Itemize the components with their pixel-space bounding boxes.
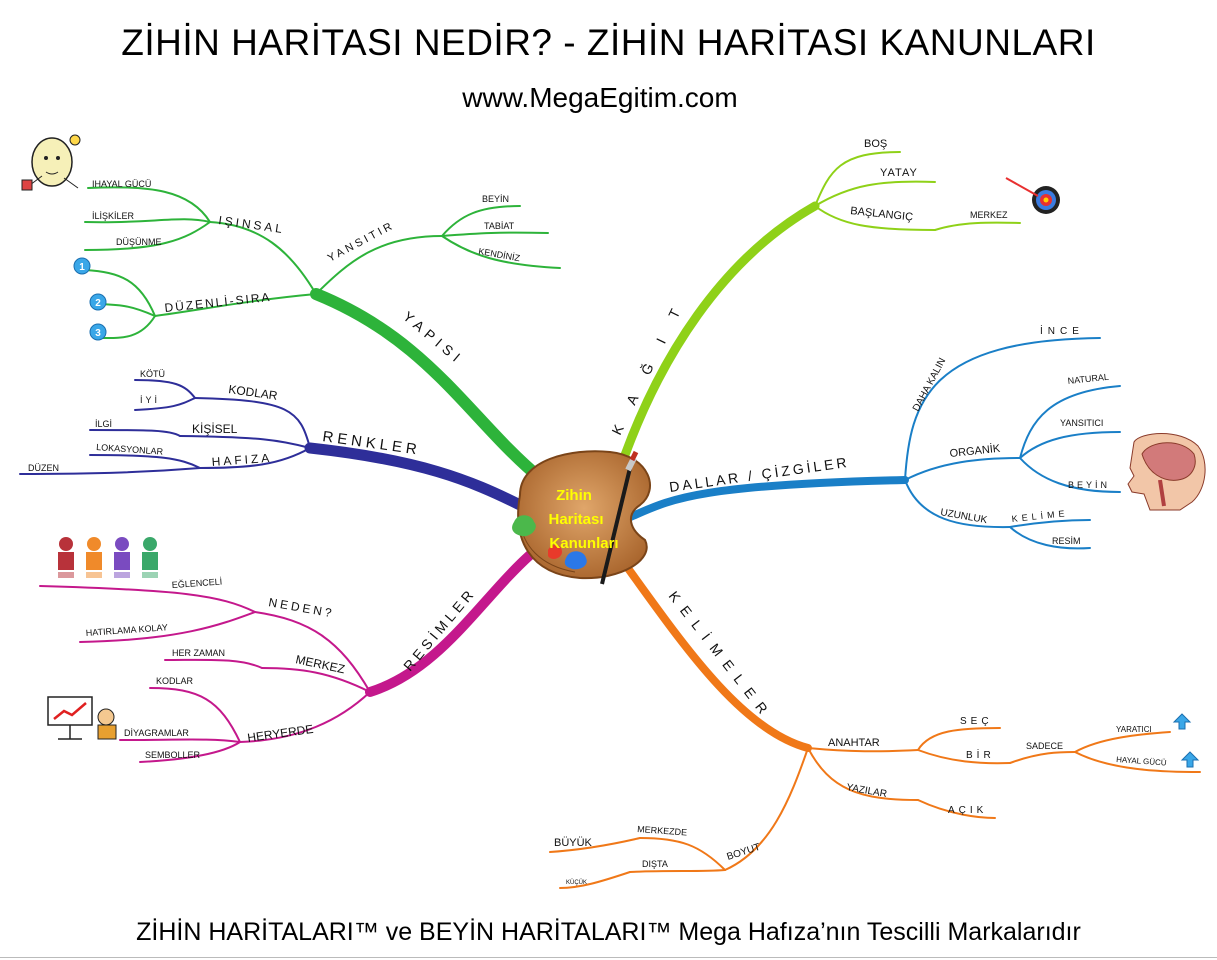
label-beyin-dallar: BEYİN	[1068, 480, 1110, 490]
label-hayal-gucu-kelime: HAYAL GÜCÜ	[1116, 755, 1167, 768]
number-three-icon: 3	[89, 323, 107, 341]
label-yaratici: YARATICI	[1116, 725, 1152, 734]
kelimeler-labels: KELİMELER ANAHTAR SEÇ BİR SADECE YARATIC…	[554, 587, 1167, 886]
label-sec: SEÇ	[960, 716, 993, 727]
branch-kelimeler	[549, 556, 1201, 889]
label-diyagramlar: DİYAGRAMLAR	[124, 728, 189, 738]
kagit-labels: KAĞIT BOŞ YATAY BAŞLANGIÇ MERKEZ	[608, 138, 1008, 437]
label-ilgi: İLGİ	[95, 419, 112, 429]
label-dusunme: DÜŞÜNME	[116, 237, 162, 247]
branch-resimler	[39, 550, 535, 763]
brain-head-icon	[1127, 433, 1206, 511]
footer-trademark: ZİHİN HARİTALARI™ ve BEYİN HARİTALARI™ M…	[136, 918, 1081, 946]
idea-cartoon-icon	[18, 128, 81, 200]
label-merkez-kagit: MERKEZ	[970, 210, 1008, 220]
paint-blob-blue-icon	[564, 551, 587, 570]
svg-text:1: 1	[79, 262, 85, 273]
label-lokasyonlar: LOKASYONLAR	[96, 442, 164, 457]
label-kisisel: KİŞİSEL	[192, 422, 238, 436]
branch-dallar	[624, 337, 1121, 550]
label-beyin-yapisi: BEYİN	[482, 194, 509, 204]
label-kelimeler: KELİMELER	[666, 587, 778, 723]
page-subtitle: www.MegaEgitim.com	[462, 82, 738, 113]
label-organik: ORGANİK	[949, 442, 1001, 460]
label-kagit: KAĞIT	[608, 285, 693, 438]
paintbrush-icon	[600, 450, 639, 585]
label-kucuk: KÜÇÜK	[566, 879, 587, 886]
label-resim-dallar: RESİM	[1052, 536, 1081, 546]
label-anahtar: ANAHTAR	[828, 737, 880, 749]
label-iliskiler: İLİŞKİLER	[92, 211, 135, 221]
label-merkezde: MERKEZDE	[637, 824, 688, 837]
label-daha-kalin: DAHA KALIN	[911, 356, 948, 413]
label-semboller: SEMBOLLER	[145, 750, 201, 760]
label-her-zaman: HER ZAMAN	[172, 648, 225, 658]
page-title: ZİHİN HARİTASI NEDİR? - ZİHİN HARİTASI K…	[121, 22, 1096, 63]
label-duzen: DÜZEN	[28, 463, 59, 473]
label-heryerde: HERYERDE	[246, 722, 314, 745]
label-yansitir: YANSITIR	[326, 219, 397, 264]
center-line-2: Haritası	[548, 511, 603, 528]
label-yazilar: YAZILAR	[845, 782, 887, 800]
label-isinsal: IŞINSAL	[218, 213, 286, 236]
label-kodlar-resim: KODLAR	[156, 676, 194, 686]
label-tabiat: TABİAT	[484, 221, 515, 231]
target-icon	[1005, 177, 1060, 214]
label-sadece: SADECE	[1026, 741, 1063, 751]
up-arrow-icon	[1172, 713, 1192, 730]
label-bir: BİR	[966, 748, 995, 761]
label-yapisi: YAPISI	[400, 308, 467, 368]
label-duzenli-sira: DÜZENLİ-SIRA	[164, 290, 272, 315]
label-iyi: İYİ	[140, 395, 160, 405]
label-natural: NATURAL	[1067, 372, 1109, 386]
svg-text:3: 3	[95, 328, 101, 339]
center-line-3: Kanunları	[549, 535, 618, 552]
svg-text:2: 2	[95, 298, 101, 309]
dallar-labels: DALLAR / ÇİZGİLER DAHA KALIN İNCE ORGANİ…	[668, 324, 1110, 546]
label-hafiza: HAFIZA	[211, 451, 273, 469]
label-baslangic: BAŞLANGIÇ	[850, 205, 914, 224]
label-hayal-gucu: IHAYAL GÜCÜ	[92, 179, 151, 189]
up-arrow-icon	[1180, 751, 1200, 768]
label-bos: BOŞ	[864, 138, 887, 150]
chart-presenter-icon	[47, 696, 117, 740]
branch-renkler	[19, 379, 526, 511]
number-two-icon: 2	[89, 293, 107, 311]
children-icon	[58, 537, 158, 578]
label-buyuk: BÜYÜK	[554, 837, 593, 849]
central-palette: Zihin Haritası Kanunları	[512, 450, 651, 585]
number-one-icon: 1	[73, 257, 91, 275]
label-dista: DIŞTA	[642, 859, 668, 869]
paint-blob-red-icon	[548, 544, 562, 559]
label-kodlar-renk: KODLAR	[228, 382, 279, 403]
label-yatay: YATAY	[880, 167, 918, 179]
label-eglenceli: EĞLENCELİ	[171, 576, 222, 590]
label-hatirlama-kolay: HATIRLAMA KOLAY	[85, 622, 168, 638]
label-yansitici: YANSITICI	[1060, 418, 1103, 428]
label-acik: AÇIK	[948, 805, 987, 816]
label-kotu: KÖTÜ	[140, 369, 165, 379]
branch-kagit	[620, 151, 1021, 460]
center-line-1: Zihin	[556, 487, 592, 504]
paint-blob-green-icon	[512, 515, 536, 537]
footer-divider	[0, 957, 1217, 958]
numbered-icons: 1 2 3	[73, 257, 107, 341]
branch-yapisi	[84, 186, 561, 484]
yapisi-labels: YAPISI IŞINSAL IHAYAL GÜCÜ İLİŞKİLER DÜŞ…	[92, 179, 521, 368]
label-ince: İNCE	[1040, 324, 1084, 337]
